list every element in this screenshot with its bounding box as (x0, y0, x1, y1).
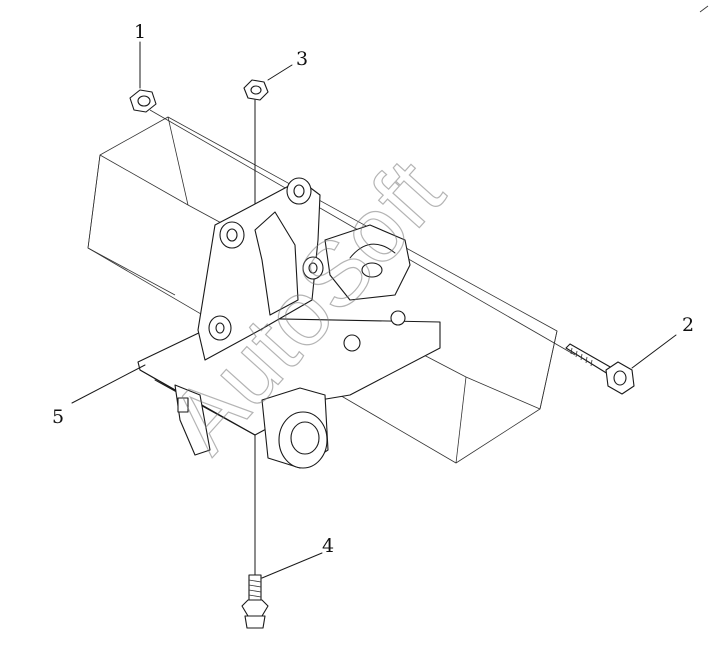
flange-bolt-2 (565, 343, 635, 395)
reference-block-outline (87, 116, 558, 464)
callout-leaders (71, 41, 677, 579)
flange-nut-3 (243, 79, 269, 101)
mounting-bracket (137, 177, 441, 469)
flange-bolt-4 (241, 574, 269, 629)
callout-label-2: 2 (682, 314, 694, 336)
flange-nut-1 (129, 89, 157, 113)
callout-label-4: 4 (322, 535, 334, 557)
callout-label-3: 3 (296, 48, 308, 70)
corner-mark (699, 5, 709, 13)
callout-label-5: 5 (52, 406, 64, 428)
callout-label-1: 1 (134, 21, 146, 43)
